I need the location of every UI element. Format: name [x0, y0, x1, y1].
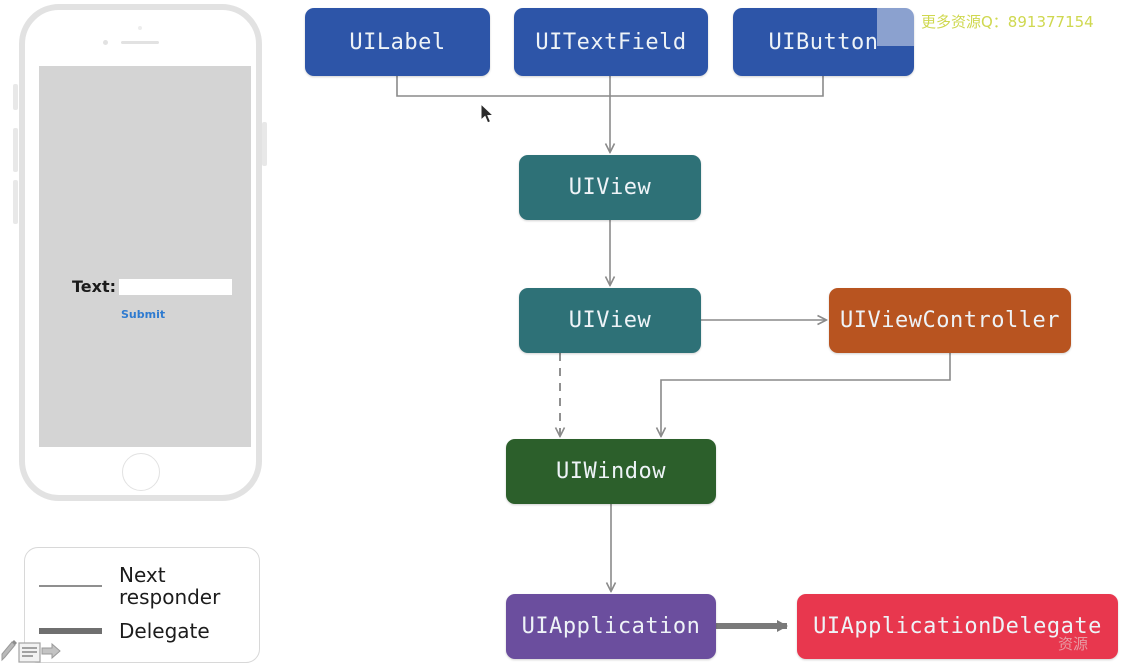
- phone-camera-icon: [103, 40, 108, 45]
- phone-power-button[interactable]: [262, 122, 267, 166]
- phone-volume-up-button[interactable]: [13, 128, 18, 172]
- edge-uiviewcontroller-to-uiwindow: [661, 353, 951, 436]
- phone-sensor-icon: [138, 26, 142, 30]
- node-label: UIView: [568, 175, 652, 200]
- node-label: UIView: [568, 308, 652, 333]
- text-field-label: Text:: [72, 277, 117, 296]
- legend-item-next-responder: Next responder: [39, 564, 220, 608]
- node-uitextfield[interactable]: UITextField: [514, 8, 708, 76]
- node-uiview-mid[interactable]: UIView: [519, 288, 701, 353]
- node-uiapplication[interactable]: UIApplication: [506, 594, 716, 659]
- arrow-icon[interactable]: [41, 642, 61, 660]
- mouse-cursor: [480, 103, 495, 124]
- edge-uibutton-to-uiview: [610, 76, 824, 97]
- phone-home-button[interactable]: [122, 453, 160, 491]
- node-label: UIViewController: [840, 308, 1060, 333]
- node-label: UIApplicationDelegate: [813, 614, 1102, 639]
- legend-label-delegate: Delegate: [119, 619, 210, 643]
- node-label: UIWindow: [556, 459, 666, 484]
- watermark-bottom-right: 资源: [1058, 635, 1089, 653]
- selection-highlight-overlay: [877, 0, 914, 46]
- legend-label-line2: responder: [119, 585, 221, 609]
- submit-button[interactable]: Submit: [121, 308, 166, 321]
- phone-screen: [39, 66, 251, 447]
- tool-icon-group: [1, 640, 61, 663]
- node-label: UIApplication: [521, 614, 701, 639]
- text-input-field[interactable]: [119, 278, 233, 295]
- node-label: UILabel: [349, 29, 446, 55]
- node-uiwindow[interactable]: UIWindow: [506, 439, 716, 504]
- node-label: UITextField: [535, 29, 687, 55]
- phone-mute-switch[interactable]: [13, 84, 18, 110]
- edge-uilabel-to-uiview: [396, 76, 610, 97]
- lines-icon[interactable]: [18, 642, 41, 663]
- thin-line-swatch: [39, 585, 102, 587]
- node-uilabel[interactable]: UILabel: [305, 8, 490, 76]
- legend-panel: Next responder Delegate: [24, 547, 260, 663]
- legend-label-next-responder: Next responder: [119, 564, 220, 608]
- node-uiviewcontroller[interactable]: UIViewController: [829, 288, 1071, 353]
- phone-mockup: Text: Submit: [19, 4, 262, 501]
- watermark-top-right: 更多资源Q：891377154: [921, 13, 1094, 31]
- node-uibutton[interactable]: UIButton: [733, 8, 914, 76]
- pen-icon[interactable]: [1, 640, 17, 662]
- node-uiapplicationdelegate[interactable]: UIApplicationDelegate: [797, 594, 1118, 659]
- phone-volume-down-button[interactable]: [13, 180, 18, 224]
- node-uiview-top[interactable]: UIView: [519, 155, 701, 220]
- text-form-row: Text:: [72, 277, 233, 296]
- node-label: UIButton: [768, 29, 879, 55]
- thick-line-swatch: [39, 628, 102, 634]
- legend-item-delegate: Delegate: [39, 620, 210, 642]
- phone-speaker-icon: [121, 41, 159, 44]
- legend-label-line1: Next: [119, 563, 166, 587]
